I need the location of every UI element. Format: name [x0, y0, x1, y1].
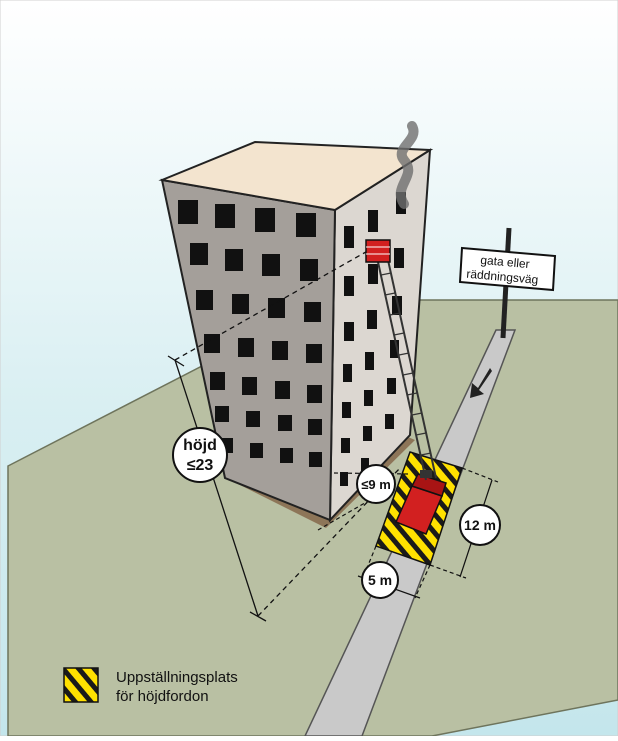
pad-length-text: 12 m: [464, 517, 496, 533]
height-label-line2: ≤23: [187, 457, 214, 474]
max-distance-text: ≤9 m: [361, 477, 391, 492]
height-label-line1: höjd: [183, 437, 217, 454]
legend: [64, 668, 98, 702]
legend-line1: Uppställningsplats: [116, 669, 238, 686]
legend-swatch: [64, 668, 98, 702]
legend-line2: för höjdfordon: [116, 688, 209, 705]
rescue-basket: [366, 240, 390, 262]
pad-width-text: 5 m: [368, 572, 392, 588]
